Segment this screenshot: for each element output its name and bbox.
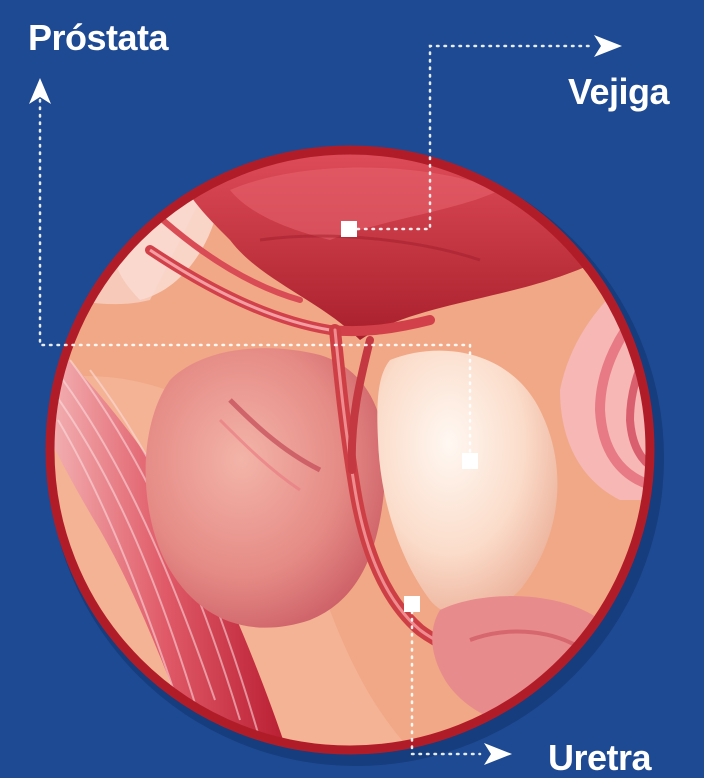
uretra-marker — [404, 596, 420, 612]
prostata-marker — [462, 453, 478, 469]
uretra-label: Uretra — [548, 740, 651, 776]
vejiga-marker — [341, 221, 357, 237]
vejiga-label: Vejiga — [568, 74, 669, 110]
prostata-label: Próstata — [28, 20, 168, 56]
arrow-right-icon — [484, 743, 512, 765]
arrow-right-icon — [594, 35, 622, 57]
